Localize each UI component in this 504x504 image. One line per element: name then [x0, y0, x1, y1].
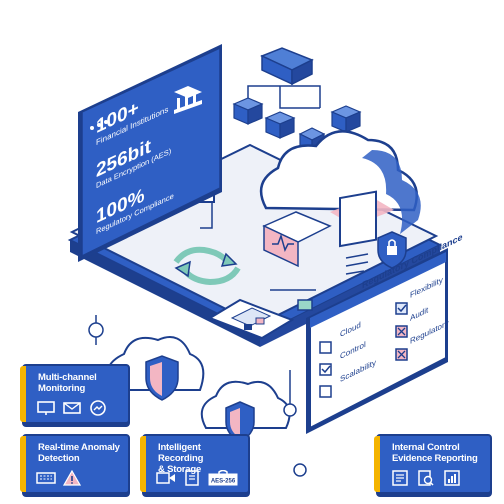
bank-icon: [174, 86, 202, 114]
warning-icon: [62, 470, 82, 486]
flexibility-check-icon: [395, 302, 408, 315]
camera-node: [293, 463, 307, 477]
control-device: [207, 298, 295, 340]
document-icon: [182, 470, 202, 486]
card-title: Intelligent Recording& Storage: [158, 442, 204, 475]
data-cube-right: [330, 105, 362, 133]
small-node: [283, 403, 297, 417]
card-accent-bar: [20, 436, 26, 492]
monitor-icon: [36, 400, 56, 416]
shield-cloud-left: [106, 336, 205, 401]
data-cube-left: [232, 97, 264, 125]
report-icon: [390, 470, 410, 486]
card-recording-storage: Intelligent Recording& Storage AES-256: [140, 434, 250, 494]
folder-icon: [260, 47, 314, 86]
video-icon: [156, 470, 176, 486]
card-accent-bar: [140, 436, 146, 492]
small-cloud-node: [88, 322, 104, 338]
card-accent-bar: [374, 436, 380, 492]
cloud-icon: [259, 130, 421, 234]
aes-badge-text: AES-256: [211, 479, 236, 485]
stats-dashboard: 100+ Financial Institutions 256bit Data …: [78, 44, 222, 262]
search-doc-icon: [416, 470, 436, 486]
cloud-doc-icon: [319, 341, 332, 354]
control-check-icon: [319, 363, 332, 376]
aes-lock-icon: AES-256: [208, 470, 238, 486]
shield-lock-icon: [377, 231, 407, 269]
messenger-icon: [88, 400, 108, 416]
data-cube-mid: [264, 111, 296, 139]
card-accent-bar: [20, 366, 26, 422]
shield-cloud-right: [200, 380, 291, 443]
mail-icon: [62, 400, 82, 416]
pulse-chat-icon: [262, 211, 332, 268]
document-icon: [330, 190, 394, 275]
bar-chart-icon: [442, 470, 462, 486]
keyboard-icon: [36, 470, 56, 486]
green-tile: [297, 299, 313, 311]
scalability-doc-icon: [319, 385, 332, 398]
connector-lines: [95, 85, 321, 410]
refresh-icon: [173, 246, 241, 286]
